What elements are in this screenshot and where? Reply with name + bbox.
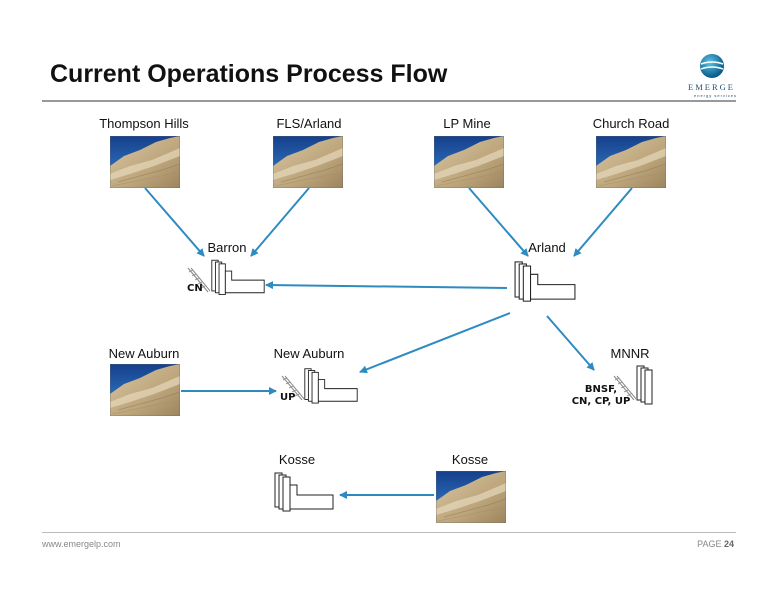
- mine-label-church-road: Church Road: [592, 116, 670, 131]
- flow-arrow-lp-to-arland: [468, 187, 529, 257]
- logo-tagline: energy services: [694, 93, 738, 98]
- rail-carrier-mnnr: BNSF, CN, CP, UP: [571, 384, 631, 407]
- page-prefix: PAGE: [697, 539, 722, 549]
- page-number: 24: [723, 539, 734, 549]
- mine-label-lp-mine: LP Mine: [443, 116, 491, 131]
- footer-url: www.emergelp.com: [42, 539, 121, 549]
- plant-label-new-auburn: New Auburn: [273, 346, 345, 361]
- plant-label-arland: Arland: [528, 240, 566, 255]
- flow-arrow-thompson-to-barron: [144, 187, 205, 257]
- footer-page-number: PAGE 24: [697, 539, 734, 549]
- plant-icon-arland: [514, 261, 576, 302]
- plant-icon-barron: [211, 259, 265, 295]
- mine-photo-fls-arland: [273, 136, 343, 188]
- plant-icon-new-auburn: [304, 368, 358, 404]
- mine-label-fls-arland: FLS/Arland: [276, 116, 342, 131]
- mine-label-thompson-hills: Thompson Hills: [99, 116, 189, 131]
- rail-carrier-new-auburn: UP: [280, 392, 296, 403]
- page-title: Current Operations Process Flow: [50, 60, 448, 88]
- plant-icon-kosse: [274, 472, 334, 512]
- plant-label-mnnr: MNNR: [610, 346, 650, 361]
- mine-photo-kosse: [436, 471, 506, 523]
- mine-photo-church-road: [596, 136, 666, 188]
- mine-photo-new-auburn: [110, 364, 180, 416]
- flow-arrow-arland-to-barron: [265, 281, 508, 290]
- footer-divider: [42, 532, 736, 533]
- title-divider: [42, 100, 736, 102]
- plant-label-barron: Barron: [207, 240, 247, 255]
- flow-arrow-arland-to-new-auburn: [359, 312, 511, 374]
- rail-carrier-barron: CN: [187, 283, 203, 294]
- plant-label-kosse: Kosse: [278, 452, 316, 467]
- mine-photo-lp-mine: [434, 136, 504, 188]
- flow-arrow-arland-to-mnnr: [546, 315, 595, 371]
- mine-label-new-auburn: New Auburn: [108, 346, 180, 361]
- mine-photo-thompson-hills: [110, 136, 180, 188]
- rail-loadout-icon-mnnr: [636, 365, 653, 405]
- logo-wordmark: EMERGE: [688, 82, 735, 92]
- mine-label-kosse: Kosse: [451, 452, 489, 467]
- emerge-logo-icon: [700, 54, 724, 78]
- flow-arrow-fls-to-barron: [250, 187, 310, 257]
- flow-arrow-church-to-arland: [573, 187, 633, 257]
